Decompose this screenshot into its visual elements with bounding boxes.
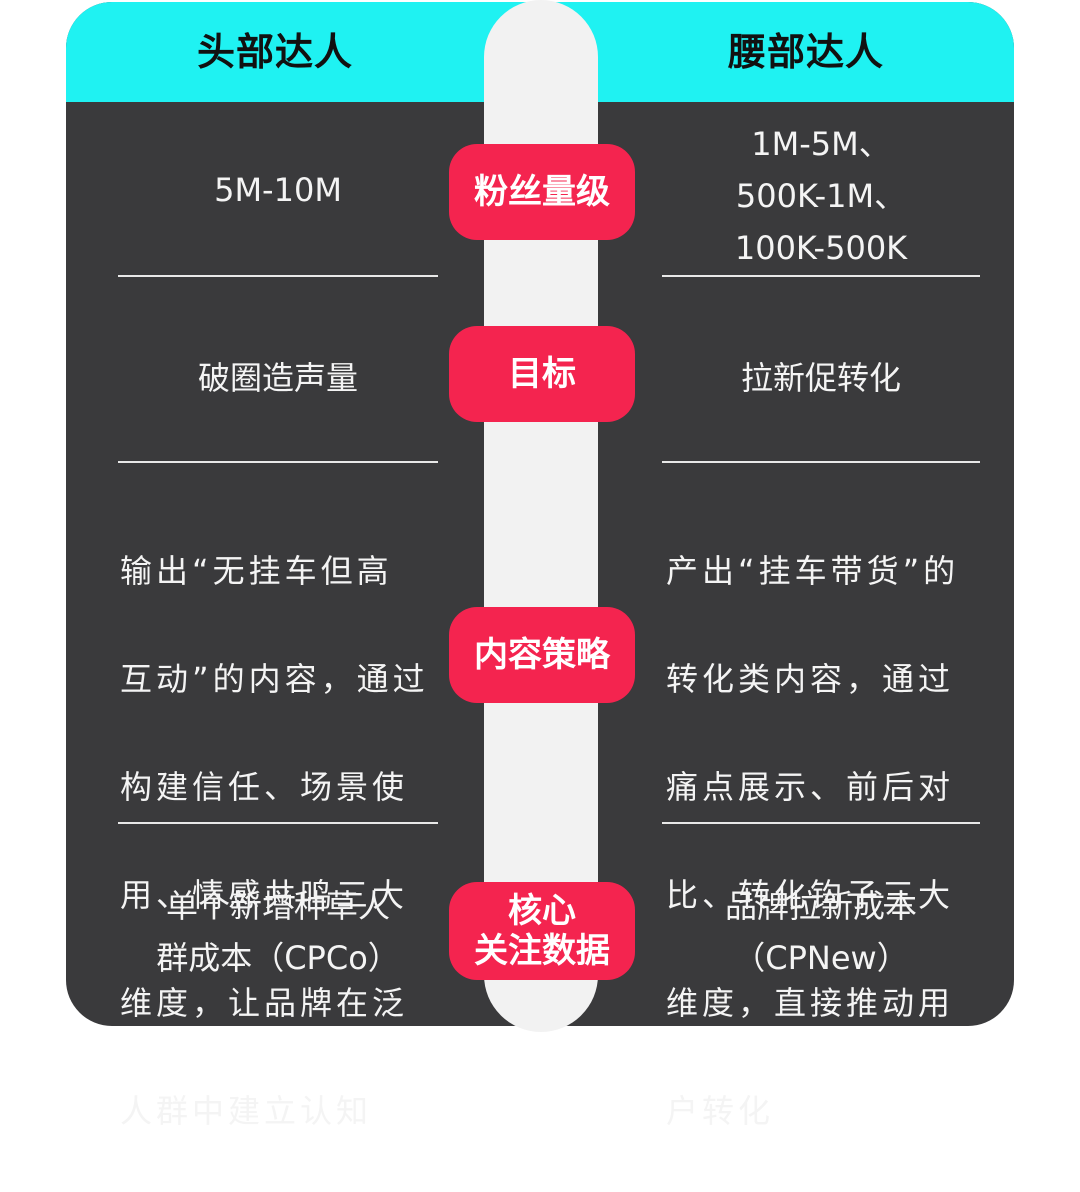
row3-left-line-5: 维度，让品牌在泛 [120,984,409,1022]
label-pill-goal: 目标 [449,326,635,422]
row1-right-value: 1M-5M、 500K-1M、 100K-500K [662,118,980,274]
row1-left-value: 5M-10M [214,171,342,209]
row3-left-line-6: 人群中建立认知 [120,1092,373,1130]
row4-right-value: 品牌拉新成本 （CPNew） [662,880,980,984]
row4-right-line-2: （CPNew） [733,939,909,977]
label-pill-text: 内容策略 [474,635,610,675]
divider-left [118,275,438,277]
label-pill-text-line-1: 核心 [508,891,576,931]
row4-right-line-1: 品牌拉新成本 [724,887,917,925]
row3-right-value: 产出“挂车带货”的 转化类内容，通过 痛点展示、前后对 比、转化钩子三大 维度，… [666,490,986,1192]
row3-right-line-2: 转化类内容，通过 [666,660,955,698]
row3-left-value: 输出“无挂车但高 互动”的内容，通过 构建信任、场景使 用、情感共鸣三大 维度，… [120,490,442,1192]
label-pill-content-strategy: 内容策略 [449,607,635,703]
divider-right [662,275,980,277]
divider-right [662,461,980,463]
column-title-top-influencer: 头部达人 [196,30,353,74]
row3-right-line-4: 比、转化钩子三大 [666,876,955,914]
divider-right [662,822,980,824]
row3-left-line-1: 输出“无挂车但高 [120,552,393,590]
row2-right-value: 拉新促转化 [740,359,901,397]
label-pill-text-line-2: 关注数据 [474,931,610,971]
label-pill-core-metrics: 核心 关注数据 [449,882,635,980]
row3-left-line-3: 构建信任、场景使 [120,768,409,806]
row3-right-line-3: 痛点展示、前后对 [666,768,955,806]
column-title-mid-influencer: 腰部达人 [727,30,884,74]
label-pill-fan-level: 粉丝量级 [449,144,635,240]
divider-left [118,822,438,824]
row3-right-line-5: 维度，直接推动用 [666,984,955,1022]
row4-left-value: 单个新增种草人 群成本（CPCo） [118,880,438,984]
row1-right-line-2: 500K-1M、 [735,177,907,215]
row3-right-line-6: 户转化 [666,1092,775,1130]
row3-left-line-4: 用、情感共鸣三大 [120,876,409,914]
row3-left-line-2: 互动”的内容，通过 [120,660,429,698]
divider-left [118,461,438,463]
row1-right-line-3: 100K-500K [734,229,908,267]
row2-left-value: 破圈造声量 [197,359,358,397]
row1-right-line-1: 1M-5M、 [751,125,891,163]
label-pill-text: 目标 [508,354,576,394]
row4-left-line-1: 单个新增种草人 [165,887,390,925]
row3-right-line-1: 产出“挂车带货”的 [666,552,960,590]
row4-left-line-2: 群成本（CPCo） [156,939,400,977]
label-pill-text: 粉丝量级 [474,172,610,212]
